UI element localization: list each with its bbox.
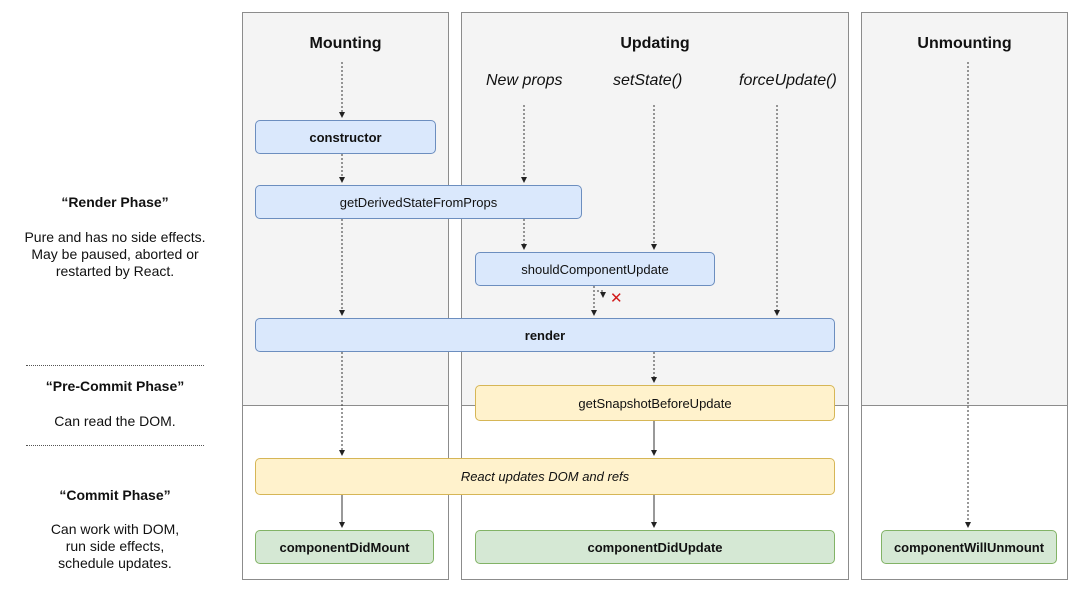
- cross-icon: ✕: [610, 290, 623, 307]
- unmounting-column: Unmounting: [861, 12, 1068, 580]
- commit-phase-description: Can work with DOM, run side effects, sch…: [10, 521, 220, 572]
- updating-title: Updating: [620, 35, 690, 52]
- pre-commit-phase-title: “Pre-Commit Phase”: [45, 378, 185, 394]
- pre-commit-phase-line: Can read the DOM.: [54, 413, 176, 429]
- render-phase-title: “Render Phase”: [61, 194, 169, 210]
- component-did-update-box: componentDidUpdate: [475, 530, 835, 564]
- pre-commit-phase-description: Can read the DOM.: [10, 413, 220, 430]
- trigger-force-update: forceUpdate(): [739, 72, 837, 89]
- render-phase-line: May be paused, aborted or: [31, 246, 199, 262]
- commit-phase-title: “Commit Phase”: [59, 487, 171, 503]
- component-did-mount-box: componentDidMount: [255, 530, 434, 564]
- should-component-update-box: shouldComponentUpdate: [475, 252, 715, 286]
- get-snapshot-before-update-box: getSnapshotBeforeUpdate: [475, 385, 835, 421]
- render-phase-description: Pure and has no side effects. May be pau…: [10, 229, 220, 280]
- commit-phase-line: schedule updates.: [58, 555, 172, 571]
- trigger-set-state: setState(): [613, 72, 683, 89]
- render-phase-line: Pure and has no side effects.: [24, 229, 206, 245]
- phase-separator: [26, 445, 204, 446]
- trigger-new-props: New props: [486, 72, 563, 89]
- unmounting-title: Unmounting: [917, 35, 1012, 52]
- commit-phase-line: Can work with DOM,: [50, 521, 180, 537]
- render-phase-shading: [862, 13, 1067, 406]
- get-derived-state-from-props-box: getDerivedStateFromProps: [255, 185, 582, 219]
- render-phase-line: restarted by React.: [55, 263, 175, 279]
- mounting-title: Mounting: [309, 35, 382, 52]
- constructor-box: constructor: [255, 120, 436, 154]
- react-updates-dom-box: React updates DOM and refs: [255, 458, 835, 495]
- phase-separator: [26, 365, 204, 366]
- render-box: render: [255, 318, 835, 352]
- component-will-unmount-box: componentWillUnmount: [881, 530, 1057, 564]
- commit-phase-line: run side effects,: [65, 538, 165, 554]
